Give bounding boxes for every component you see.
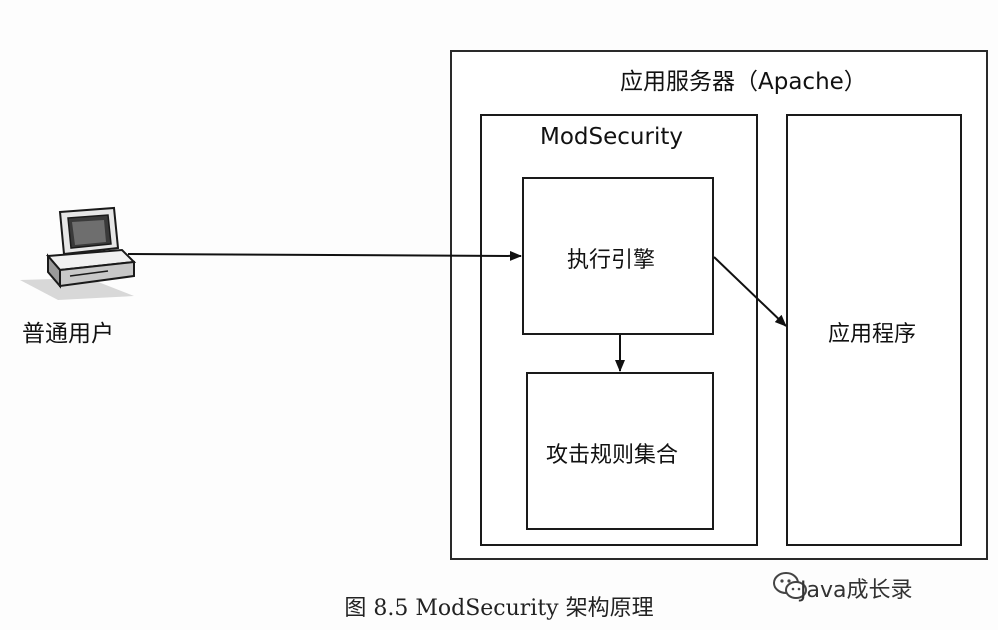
application-label: 应用程序	[828, 322, 917, 347]
execution-engine-label: 执行引擎	[567, 248, 656, 273]
watermark-text: Java成长录	[800, 578, 913, 603]
engine-to-app-arrow	[713, 256, 787, 327]
application-box	[786, 114, 962, 546]
app-server-title: 应用服务器（Apache）	[620, 69, 867, 95]
computer-icon	[20, 206, 137, 300]
attack-rules-label: 攻击规则集合	[546, 443, 679, 468]
attack-rules-box	[526, 372, 714, 530]
modsecurity-title: ModSecurity	[540, 124, 683, 150]
user-label: 普通用户	[22, 321, 114, 347]
execution-engine-box	[522, 177, 714, 335]
wechat-icon	[773, 572, 807, 599]
user-to-engine-arrow	[127, 250, 522, 261]
figure-caption: 图 8.5 ModSecurity 架构原理	[344, 596, 654, 621]
